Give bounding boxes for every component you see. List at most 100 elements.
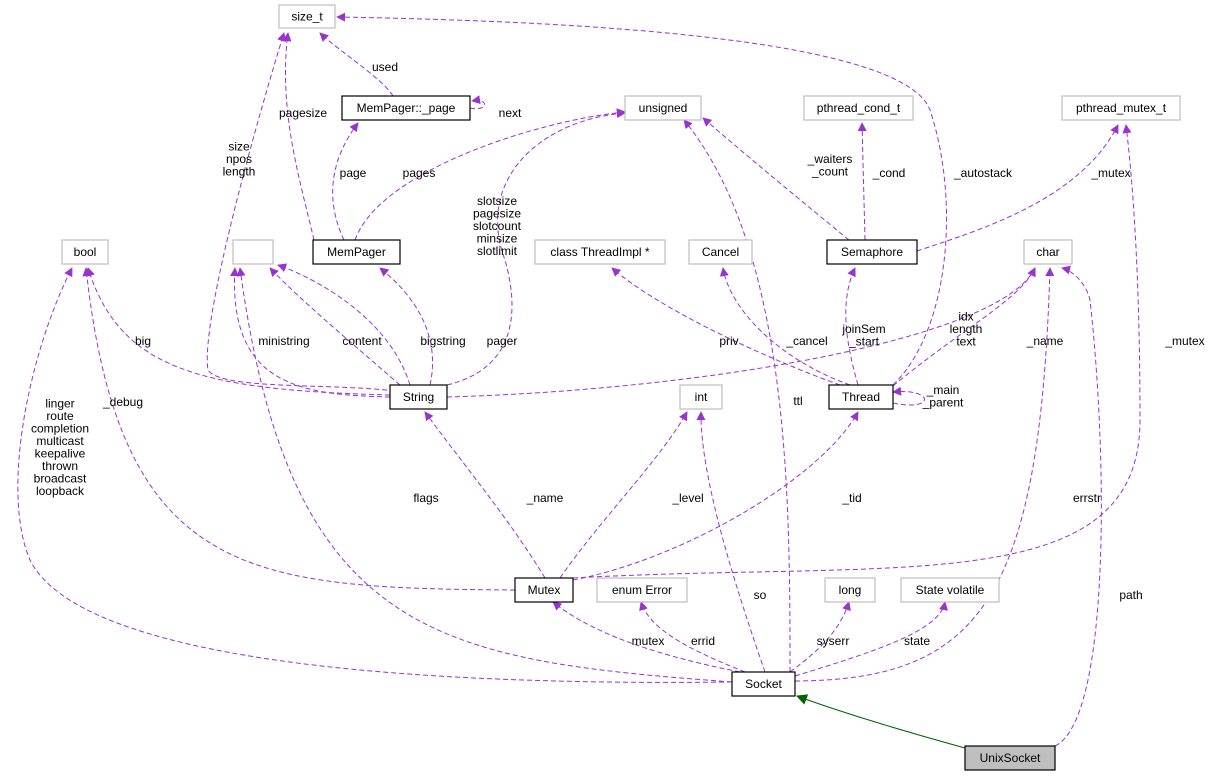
member-arrow [916,124,1119,252]
edge-label: next [499,106,522,120]
edge-big: big [86,267,391,396]
node-mempager[interactable]: MemPager [312,239,401,265]
edge-bigstring: bigstring [277,263,466,386]
edge-label: _tid [841,491,861,505]
member-arrow [17,267,733,683]
node-mutext[interactable]: pthread_mutex_t [1061,95,1181,121]
node-label: State volatile [916,583,985,597]
node-box [1023,239,1073,265]
node-blank[interactable] [232,239,274,265]
member-arrow [469,95,485,110]
edge-label: content [342,334,382,348]
edge-label: so [754,588,767,602]
node-mpage[interactable]: MemPager::_page [341,95,471,121]
node-box [232,239,274,265]
member-arrow [857,122,867,241]
node-box [900,577,1000,603]
member-arrow [696,411,766,673]
node-label: MemPager [327,245,386,259]
node-condt[interactable]: pthread_cond_t [803,95,914,121]
node-box [596,577,688,603]
member-arrow [230,267,391,398]
node-unixsocket[interactable]: UnixSocket [964,745,1056,771]
member-arrow [446,267,1036,398]
node-box [826,239,918,265]
node-label: unsigned [639,101,688,115]
member-arrow [572,124,1141,579]
node-mutex[interactable]: Mutex [514,577,574,603]
edge-ttl: ttl [683,119,803,673]
edge-mname: _name [424,411,564,579]
node-box [278,4,336,29]
edge-label: _mutex [1164,334,1204,348]
member-arrow [794,601,948,677]
edge-label: _cond [872,166,906,180]
edge-inherit [795,694,966,749]
node-string[interactable]: String [389,384,448,410]
member-arrow [639,601,746,673]
node-label: Thread [842,390,880,404]
node-label: char [1036,245,1059,259]
edge-label: path [1119,588,1142,602]
edge-label: ttl [793,394,802,408]
node-semaphore[interactable]: Semaphore [826,239,918,265]
node-bool[interactable]: bool [61,239,109,265]
edge-label: _debug [102,395,143,409]
node-unsigned[interactable]: unsigned [624,95,702,121]
node-box [824,577,876,603]
node-size-t[interactable]: size_t [278,4,336,29]
member-arrow [332,122,359,241]
member-arrow [379,267,434,386]
member-arrow [794,267,1055,682]
member-arrow [206,32,396,392]
node-thread[interactable]: Thread [828,384,894,410]
node-label: pthread_mutex_t [1076,101,1167,115]
edge-label: priv [719,334,738,348]
member-arrow [892,386,925,406]
edge-page: page [332,122,367,241]
member-arrow [86,267,391,396]
member-arrow [719,267,851,386]
node-box [679,384,723,410]
node-label: Socket [745,677,782,691]
member-arrow [683,119,791,673]
edge-waiters: _waiters_count [702,117,852,241]
node-socket[interactable]: Socket [731,671,796,697]
node-int[interactable]: int [679,384,723,410]
member-arrow [236,267,733,683]
edge-cond: _cond [857,122,906,241]
node-label: pthread_cond_t [817,101,901,115]
edge-label: _name [526,491,564,505]
node-label: Semaphore [841,245,903,259]
node-label: MemPager::_page [357,101,456,115]
edge-errid: errid [639,601,746,673]
edge-next: next [469,95,522,120]
node-box [341,95,471,121]
node-box [731,671,796,697]
node-box [1061,95,1181,121]
node-box [964,745,1056,771]
node-cancel[interactable]: Cancel [688,239,753,265]
node-label: int [695,390,708,404]
node-long[interactable]: long [824,577,876,603]
node-box [828,384,894,410]
node-char[interactable]: char [1023,239,1073,265]
edge-mainparent: _main_parent [892,383,964,409]
node-label: class ThreadImpl * [550,245,649,259]
node-threadimpl[interactable]: class ThreadImpl * [534,239,666,265]
edge-level: _level [559,411,704,579]
edge-label: errid [691,634,715,648]
member-arrow [277,263,411,386]
node-enumerror[interactable]: enum Error [596,577,688,603]
edge-ministring: ministring [230,267,391,398]
node-box [312,239,401,265]
edge-label: big [135,334,151,348]
edge-debug: _debug [82,267,516,591]
node-box [514,577,574,603]
node-statevol[interactable]: State volatile [900,577,1000,603]
edge-content: content [269,267,401,386]
edge-priv: priv [611,267,841,386]
edge-semmutex: _mutex [916,124,1131,252]
